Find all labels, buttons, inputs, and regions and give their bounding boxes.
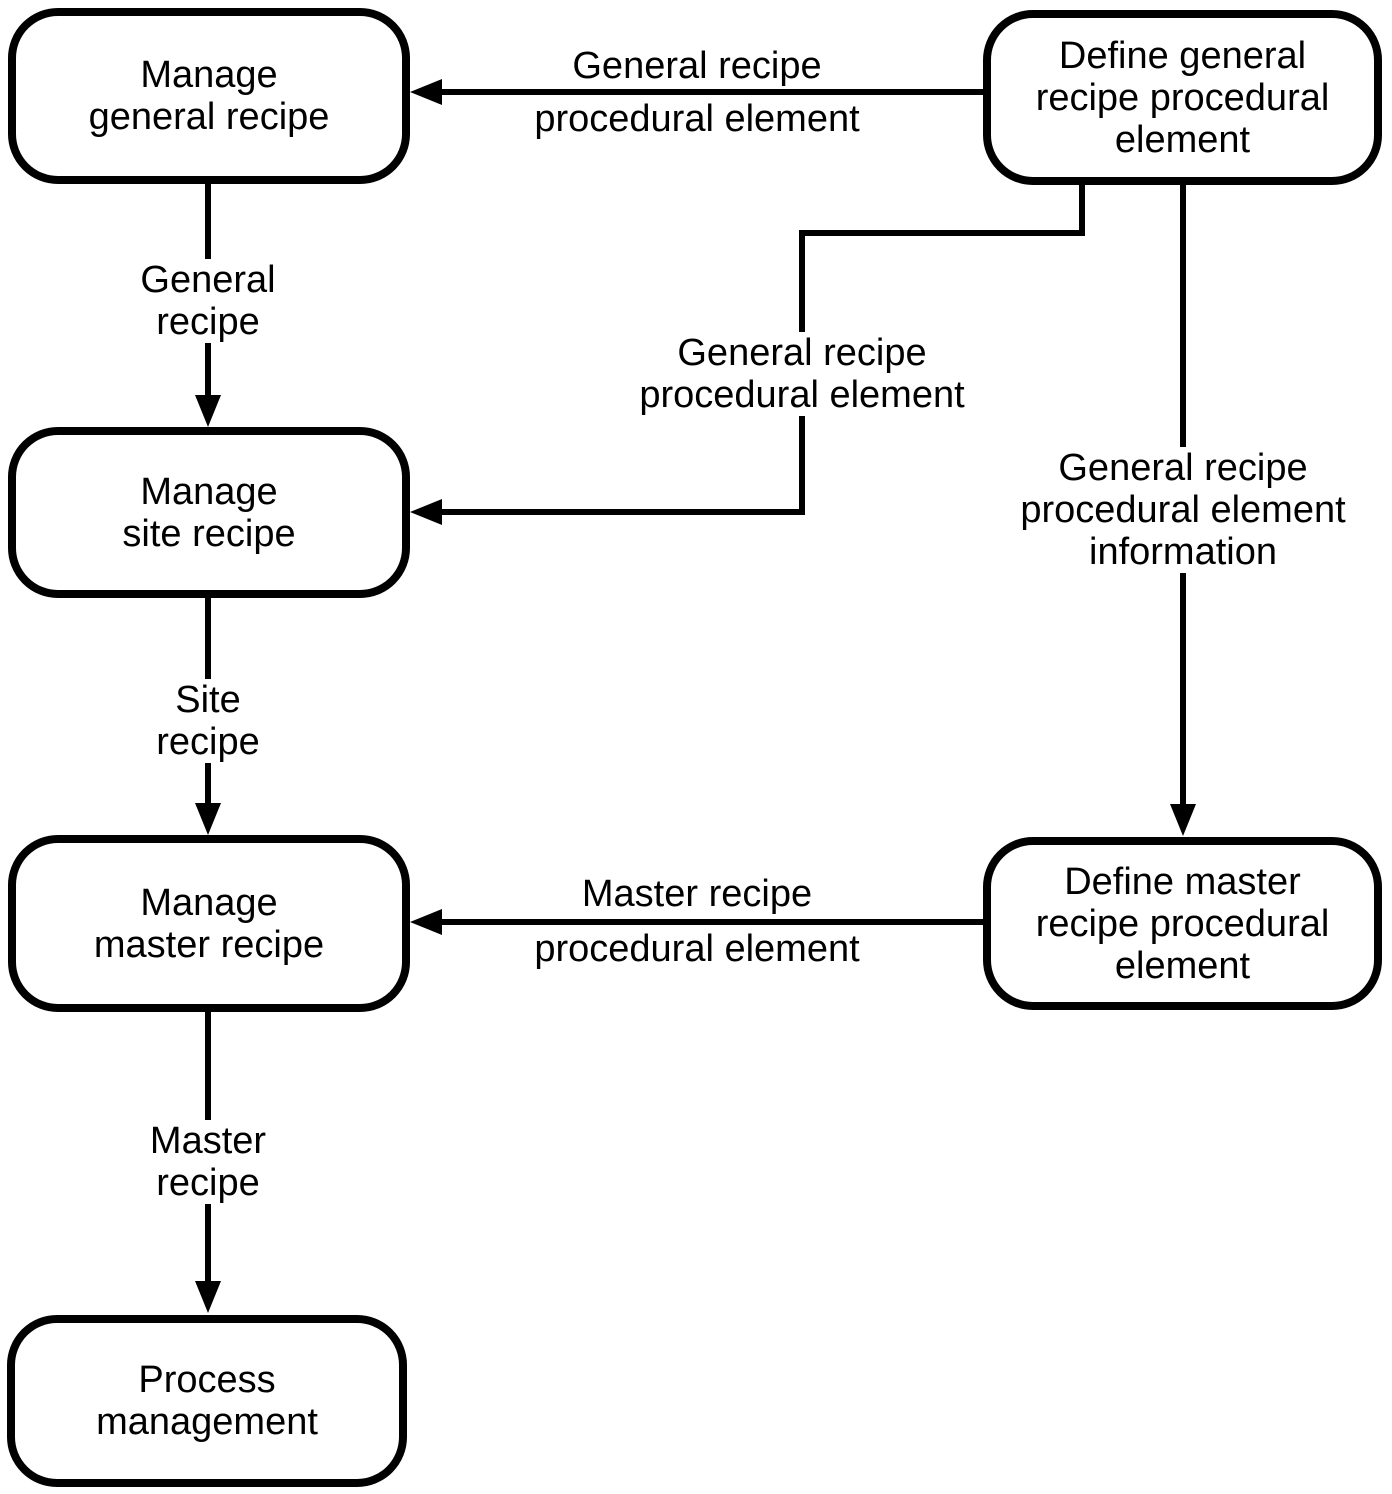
edge-general-recipe-pe-mid-segment-1	[1079, 185, 1085, 236]
edge-label-general-recipe-pe-line2: procedural element	[534, 98, 860, 140]
arrowhead-down-site-recipe	[195, 803, 221, 835]
edge-label-general-recipe-pe-information: General recipe procedural element inform…	[1008, 447, 1358, 573]
arrowhead-down-general-recipe	[195, 395, 221, 427]
node-define-general-recipe-procedural-element: Define general recipe procedural element	[983, 10, 1382, 185]
arrowhead-left-general-recipe-pe-mid	[410, 499, 442, 525]
edge-label-master-recipe-pe-line1: Master recipe	[581, 873, 813, 915]
edge-label-general-recipe: General recipe	[108, 259, 308, 343]
edge-master-recipe-pe-line	[436, 919, 983, 925]
edge-label-general-recipe-pe-mid: General recipe procedural element	[632, 332, 972, 416]
node-define-master-recipe-procedural-element: Define master recipe procedural element	[983, 837, 1382, 1010]
arrowhead-down-general-recipe-pe-information	[1170, 804, 1196, 836]
arrowhead-down-master-recipe	[195, 1281, 221, 1313]
node-manage-master-recipe: Manage master recipe	[8, 835, 410, 1012]
arrowhead-left-general-recipe-pe	[410, 79, 442, 105]
edge-label-site-recipe: Site recipe	[108, 679, 308, 763]
edge-general-recipe-pe-mid-segment-4	[436, 509, 805, 515]
edge-label-general-recipe-pe-line1: General recipe	[572, 45, 822, 87]
edge-label-master-recipe-pe-line2: procedural element	[534, 928, 860, 970]
node-manage-general-recipe: Manage general recipe	[8, 8, 410, 184]
edge-general-recipe-pe-line	[436, 89, 983, 95]
edge-general-recipe-pe-mid-segment-2	[799, 230, 1085, 236]
edge-label-master-recipe: Master recipe	[108, 1120, 308, 1204]
node-process-management: Process management	[7, 1315, 407, 1487]
node-manage-site-recipe: Manage site recipe	[8, 427, 410, 598]
arrowhead-left-master-recipe-pe	[410, 909, 442, 935]
